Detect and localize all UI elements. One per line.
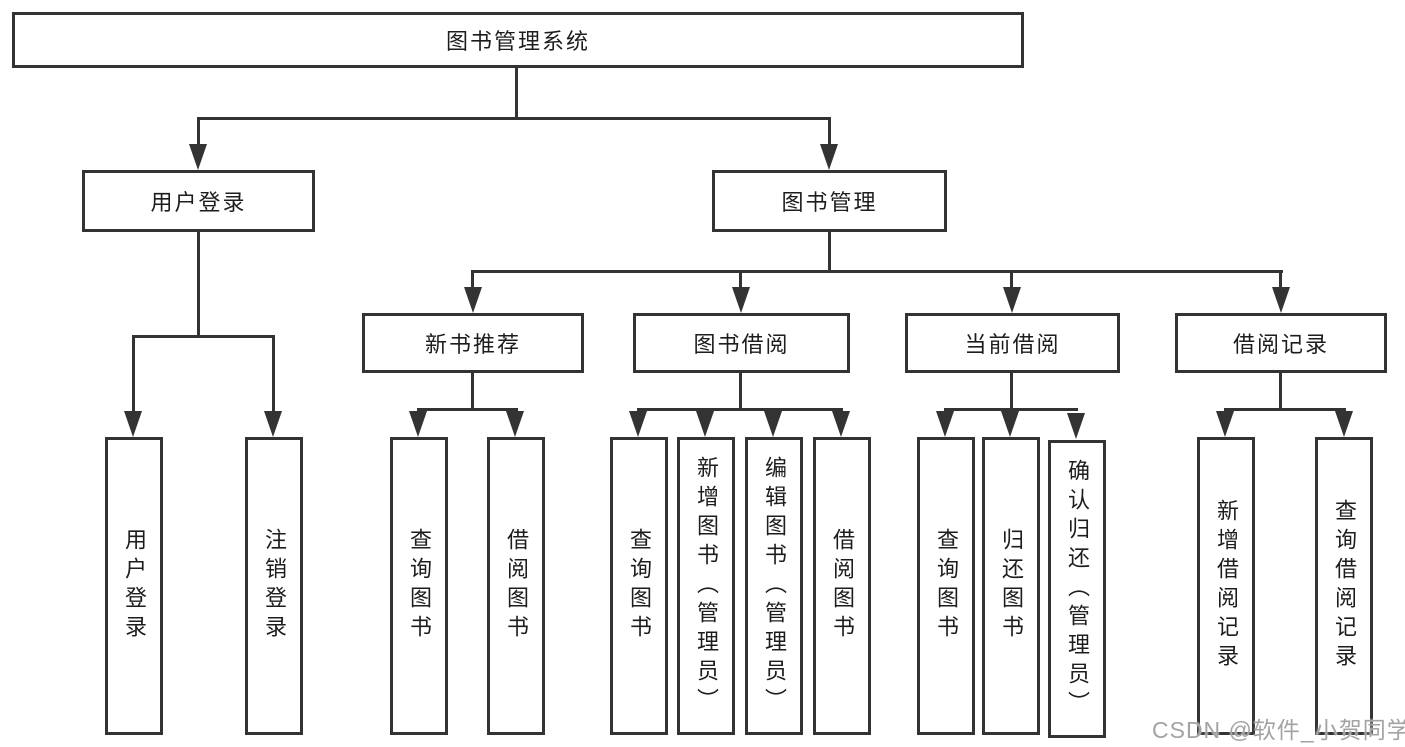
node-book-borrowing: 图书借阅: [633, 313, 850, 373]
leaf-query-books-borrow: 查询图书: [610, 437, 668, 735]
leaf-borrow-books-recommend: 借阅图书: [487, 437, 545, 735]
connector-line: [1010, 270, 1013, 290]
connector-line: [828, 232, 831, 270]
leaf-confirm-return-admin: 确认归还（管理员）: [1048, 440, 1106, 738]
leaf-user-login: 用户登录: [105, 437, 163, 735]
node-borrowing-records: 借阅记录: [1175, 313, 1387, 373]
arrowhead: [832, 411, 850, 437]
arrowhead: [1272, 287, 1290, 313]
connector-line: [515, 68, 518, 117]
arrowhead: [506, 411, 524, 437]
arrowhead: [264, 411, 282, 437]
csdn-watermark: CSDN @软件_小贺同学: [1152, 717, 1405, 743]
connector-line: [132, 335, 275, 338]
connector-line: [197, 232, 200, 335]
connector-line: [417, 408, 518, 411]
arrowhead: [189, 144, 207, 170]
node-new-book-recommendation: 新书推荐: [362, 313, 584, 373]
arrowhead: [696, 411, 714, 437]
connector-line: [1010, 373, 1013, 408]
arrowhead: [409, 411, 427, 437]
connector-line: [471, 373, 474, 408]
connector-line: [637, 408, 843, 411]
connector-line: [828, 117, 831, 147]
connector-line: [1279, 270, 1282, 290]
leaf-query-books-recommend: 查询图书: [390, 437, 448, 735]
node-user-login: 用户登录: [82, 170, 315, 232]
arrowhead: [1067, 413, 1085, 439]
arrowhead: [764, 411, 782, 437]
leaf-add-book-admin: 新增图书（管理员）: [677, 437, 735, 735]
arrowhead: [629, 411, 647, 437]
arrowhead: [124, 411, 142, 437]
leaf-logout: 注销登录: [245, 437, 303, 735]
connector-line: [132, 335, 135, 413]
leaf-query-books-current: 查询图书: [917, 437, 975, 735]
arrowhead: [1216, 411, 1234, 437]
connector-line: [739, 373, 742, 408]
connector-line: [471, 270, 1283, 273]
connector-line: [272, 335, 275, 413]
connector-line: [944, 408, 1078, 411]
connector-line: [197, 117, 200, 147]
leaf-borrow-books: 借阅图书: [813, 437, 871, 735]
connector-line: [1224, 408, 1346, 411]
arrowhead: [820, 144, 838, 170]
leaf-add-borrow-record: 新增借阅记录: [1197, 437, 1255, 735]
leaf-edit-book-admin: 编辑图书（管理员）: [745, 437, 803, 735]
connector-line: [197, 117, 830, 120]
node-book-management: 图书管理: [712, 170, 947, 232]
node-current-borrowing: 当前借阅: [905, 313, 1120, 373]
connector-line: [471, 270, 474, 290]
arrowhead: [1003, 287, 1021, 313]
connector-line: [739, 270, 742, 290]
arrowhead: [732, 287, 750, 313]
arrowhead: [936, 411, 954, 437]
leaf-return-books: 归还图书: [982, 437, 1040, 735]
arrowhead: [1001, 411, 1019, 437]
connector-line: [1279, 373, 1282, 408]
leaf-query-borrow-record: 查询借阅记录: [1315, 437, 1373, 735]
arrowhead: [1335, 411, 1353, 437]
node-library-management-system: 图书管理系统: [12, 12, 1024, 68]
arrowhead: [464, 287, 482, 313]
